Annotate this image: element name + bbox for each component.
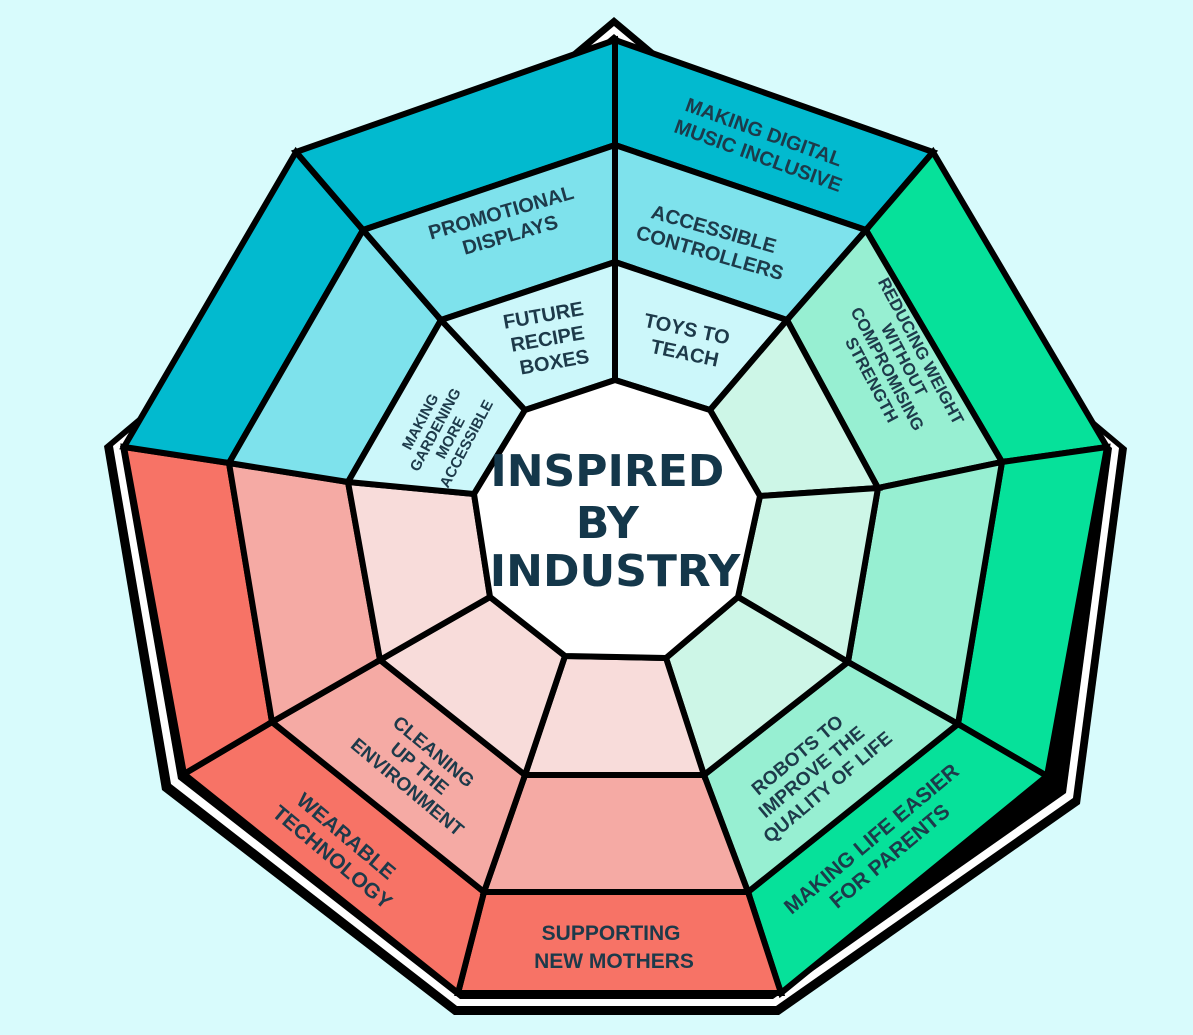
center-title-line-3: INDUSTRY <box>490 546 742 597</box>
cells-group <box>119 35 1112 999</box>
center-title-line-1: INSPIRED <box>490 446 724 497</box>
ring-2-cell-5 <box>479 772 753 895</box>
center-title-line-2: BY <box>576 498 640 549</box>
center-title: INSPIRED BY INDUSTRY <box>490 446 742 597</box>
center-octagon <box>470 376 764 662</box>
topic-label-supporting-new-mothers: SUPPORTING NEW MOTHERS <box>534 922 694 973</box>
